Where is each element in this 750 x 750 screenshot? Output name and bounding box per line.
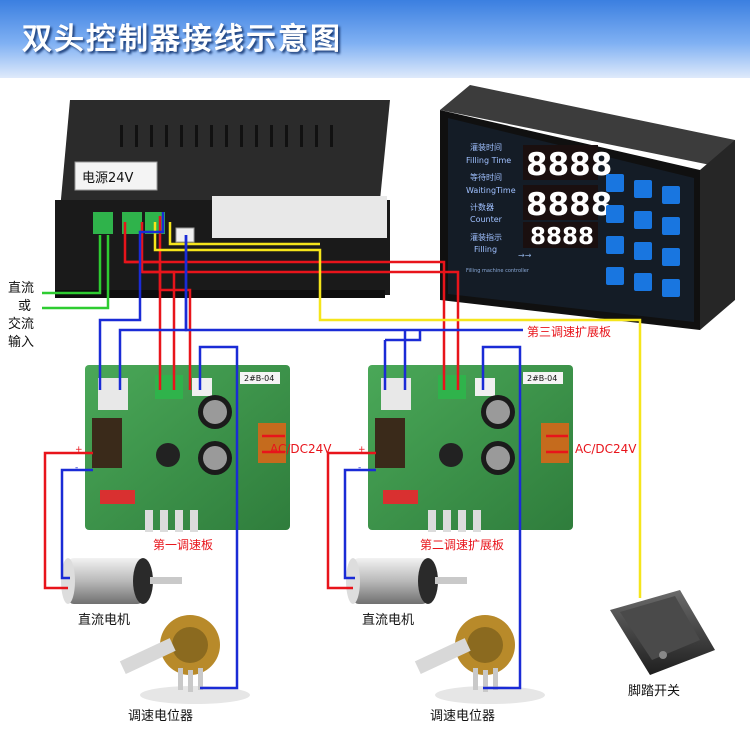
third-board-label: 第三调速扩展板 bbox=[527, 325, 611, 339]
digit-displays: 8888 8888 8888 bbox=[523, 145, 612, 250]
controller-key[interactable] bbox=[606, 174, 624, 192]
motor-2-label: 直流电机 bbox=[362, 613, 414, 628]
input-label-line-2: 或 bbox=[18, 299, 31, 314]
controller-key[interactable] bbox=[634, 242, 652, 260]
dc-motor-1 bbox=[61, 558, 182, 604]
label-counter-en: Counter bbox=[470, 215, 503, 224]
motor-1-label: 直流电机 bbox=[78, 613, 130, 628]
diagram-title: 双头控制器接线示意图 bbox=[22, 22, 342, 57]
blue-wire-motor-1 bbox=[60, 468, 93, 580]
controller-key[interactable] bbox=[662, 279, 680, 297]
wiring bbox=[42, 212, 642, 690]
controller-key[interactable] bbox=[634, 273, 652, 291]
pot-2-label: 调速电位器 bbox=[430, 709, 495, 724]
red-wire-motor-2 bbox=[326, 451, 376, 590]
input-label-line-4: 输入 bbox=[8, 334, 34, 350]
controller-keypad bbox=[606, 174, 680, 297]
board-1-code: 2#B-04 bbox=[244, 374, 274, 383]
display-counter: 8888 bbox=[530, 224, 594, 250]
controller-footer: Filling machine controller bbox=[466, 268, 530, 274]
board-2-code: 2#B-04 bbox=[527, 374, 557, 383]
blue-wire-control-bus bbox=[184, 235, 523, 332]
board-1-minus-sign: - bbox=[75, 463, 78, 473]
input-label-line-1: 直流 bbox=[8, 281, 34, 296]
label-waiting-time-en: WaitingTime bbox=[466, 186, 516, 195]
controller-key[interactable] bbox=[662, 248, 680, 266]
power-supply: 电源24V bbox=[55, 100, 390, 298]
green-wire-input-2 bbox=[42, 235, 110, 310]
controller-key[interactable] bbox=[606, 205, 624, 223]
label-filling-cn: 灌装指示 bbox=[470, 232, 502, 242]
label-filling-en: Filling bbox=[474, 245, 497, 254]
potentiometer-2 bbox=[414, 615, 545, 704]
board-1-label: 第一调速板 bbox=[153, 538, 213, 552]
yellow-wire-footswitch-2 bbox=[168, 222, 320, 246]
pot-1-label: 调速电位器 bbox=[128, 709, 193, 724]
title-banner: 双头控制器接线示意图 bbox=[0, 0, 750, 78]
power-label-plate bbox=[74, 161, 158, 191]
red-wire-supply-board2-a bbox=[123, 222, 446, 390]
label-waiting-time-cn: 等待时间 bbox=[470, 172, 502, 182]
board-1-ac-label: AC/DC24V bbox=[270, 442, 332, 456]
input-label-line-3: 交流 bbox=[8, 316, 34, 332]
foot-pedal bbox=[610, 590, 715, 675]
blue-wire-control-board2-c bbox=[385, 330, 422, 342]
board-2-plus-sign: + bbox=[358, 445, 366, 455]
controller: 灌装时间 Filling Time 等待时间 WaitingTime 计数器 C… bbox=[440, 85, 735, 330]
dc-motor-2 bbox=[346, 558, 467, 604]
blue-wire-pot-board2 bbox=[481, 345, 522, 690]
blue-wire-motor-2 bbox=[343, 468, 376, 580]
board-2-ac-label: AC/DC24V bbox=[575, 442, 637, 456]
green-wire-input-1 bbox=[42, 235, 102, 295]
display-waiting-time: 8888 bbox=[526, 187, 612, 223]
footswitch-label: 脚踏开关 bbox=[628, 683, 680, 699]
red-wire-supply-board1-b bbox=[142, 270, 176, 390]
power-label: 电源24V bbox=[82, 171, 134, 186]
blue-wire-pot-board1 bbox=[198, 345, 239, 690]
speed-board-2: 2#B-04 AC/DC24V + - bbox=[358, 365, 637, 532]
speed-board-1: 2#B-04 AC/DC24V + - bbox=[75, 365, 332, 532]
controller-key[interactable] bbox=[662, 217, 680, 235]
red-wire-supply-board1-c bbox=[158, 216, 192, 390]
yellow-wire-footswitch-1 bbox=[153, 222, 642, 598]
red-wire-motor-1 bbox=[43, 451, 93, 590]
controller-key[interactable] bbox=[606, 236, 624, 254]
display-filling-time: 8888 bbox=[526, 147, 612, 183]
board-2-minus-sign: - bbox=[358, 463, 361, 473]
label-filling-time-cn: 灌装时间 bbox=[470, 142, 502, 152]
potentiometer-1 bbox=[119, 615, 250, 704]
board-2-label: 第二调速扩展板 bbox=[420, 538, 504, 552]
controller-key[interactable] bbox=[606, 267, 624, 285]
controller-key[interactable] bbox=[634, 180, 652, 198]
blue-wire-control-board1-a bbox=[98, 212, 165, 390]
board-1-plus-sign: + bbox=[75, 445, 83, 455]
controller-key[interactable] bbox=[634, 211, 652, 229]
label-counter-cn: 计数器 bbox=[470, 202, 494, 212]
label-filling-time-en: Filling Time bbox=[466, 156, 511, 165]
controller-key[interactable] bbox=[662, 186, 680, 204]
indicator-arrow-icon: →→ bbox=[518, 251, 532, 260]
